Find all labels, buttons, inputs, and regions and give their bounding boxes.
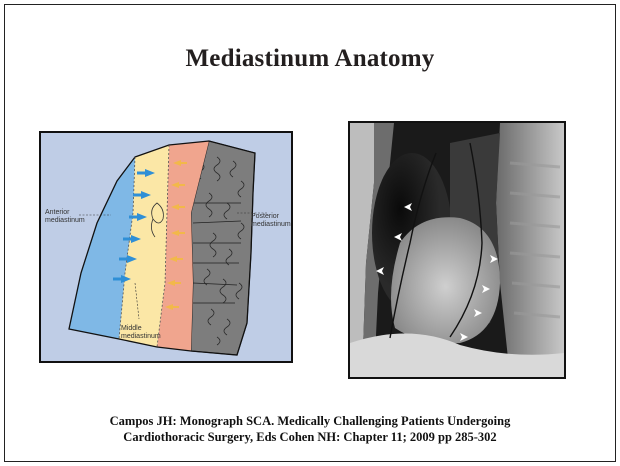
mediastinum-diagram: Anterior mediastinum Posterior mediastin… (39, 131, 293, 363)
anterior-label-line1: Anterior (45, 209, 85, 217)
middle-label: Middle mediastinum (121, 325, 161, 341)
posterior-label-line1: Posterior (251, 213, 291, 221)
middle-label-line2: mediastinum (121, 333, 161, 341)
citation: Campos JH: Monograph SCA. Medically Chal… (5, 413, 615, 445)
citation-line2: Cardiothoracic Surgery, Eds Cohen NH: Ch… (5, 429, 615, 445)
posterior-label-line2: mediastinum (251, 221, 291, 229)
lateral-chest-xray (348, 121, 566, 379)
mediastinum-diagram-svg (41, 133, 291, 361)
slide-title: Mediastinum Anatomy (5, 45, 615, 73)
xray-image (350, 123, 564, 377)
middle-label-line1: Middle (121, 325, 161, 333)
anterior-label-line2: mediastinum (45, 217, 85, 225)
anterior-label: Anterior mediastinum (45, 209, 85, 225)
slide: Mediastinum Anatomy (4, 4, 616, 462)
citation-line1: Campos JH: Monograph SCA. Medically Chal… (5, 413, 615, 429)
posterior-label: Posterior mediastinum (251, 213, 291, 229)
